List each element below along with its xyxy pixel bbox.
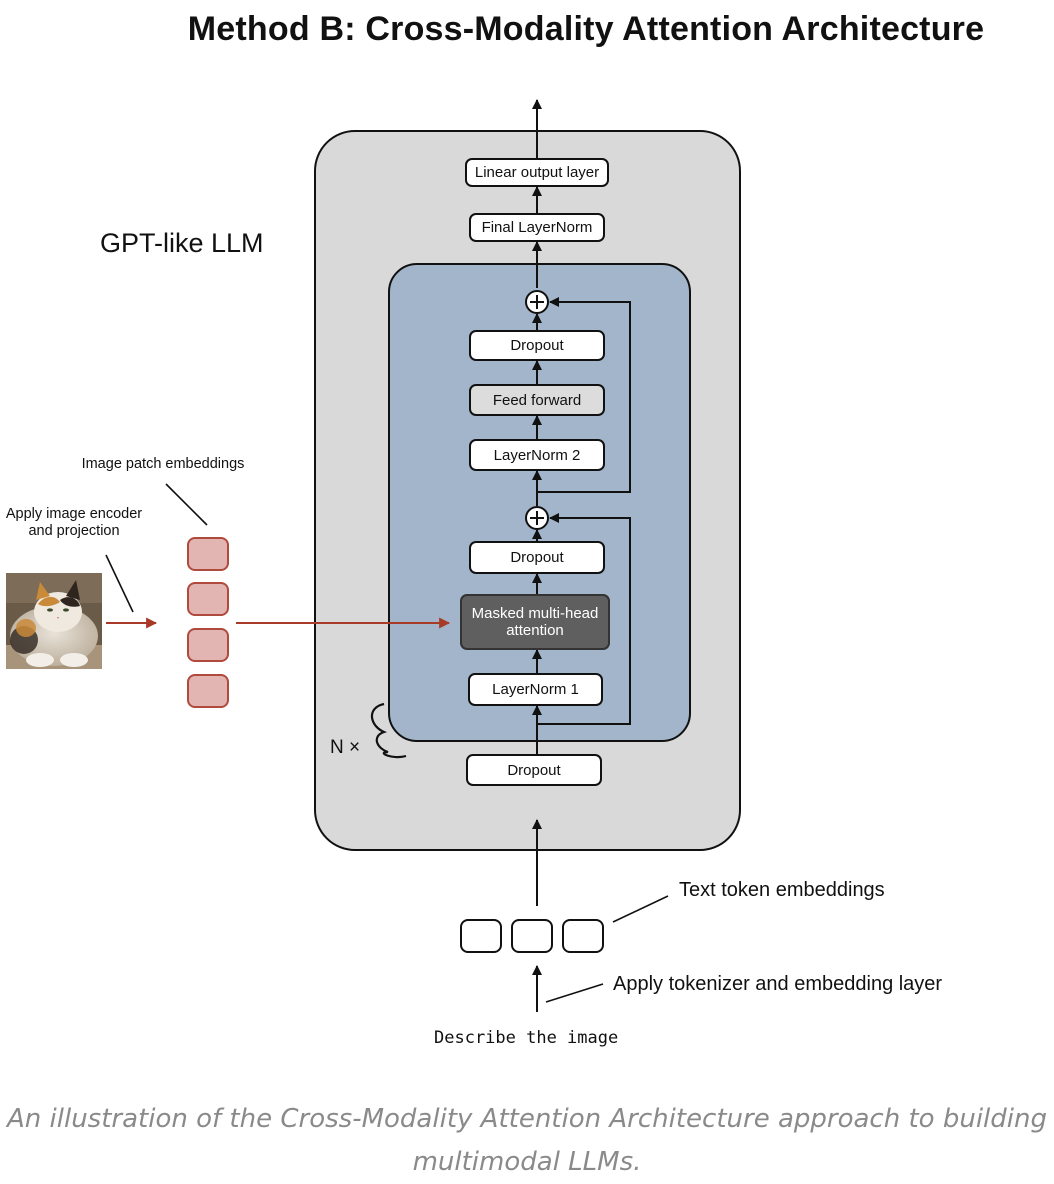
dropout-mid-label: Dropout [510, 549, 564, 566]
cat-photo [6, 573, 102, 669]
residual-connection-1 [537, 513, 631, 725]
linear-output-label: Linear output layer [474, 164, 600, 181]
leader-line-encoder [105, 554, 134, 613]
text-token [460, 919, 502, 953]
text-token [511, 919, 553, 953]
image-embedding [187, 582, 229, 616]
repeat-count-label: N × [330, 737, 361, 758]
dropout-top: Dropout [469, 330, 605, 361]
dropout-bottom: Dropout [466, 754, 602, 786]
plus-circle-icon [525, 290, 549, 314]
image-embedding [187, 628, 229, 662]
final-layernorm: Final LayerNorm [469, 213, 605, 242]
layernorm-1-label: LayerNorm 1 [492, 681, 579, 698]
layernorm-2: LayerNorm 2 [469, 439, 605, 471]
image-embedding [187, 674, 229, 708]
linear-output-layer: Linear output layer [465, 158, 609, 187]
apply-image-encoder-label: Apply image encoder and projection [5, 506, 143, 539]
dropout-bottom-label: Dropout [507, 761, 561, 779]
image-embedding [187, 537, 229, 571]
layernorm-2-label: LayerNorm 2 [493, 446, 581, 464]
figure-caption: An illustration of the Cross-Modality At… [7, 1104, 1047, 1177]
apply-tokenizer-label: Apply tokenizer and embedding layer [613, 973, 943, 995]
text-token-embeddings [460, 919, 604, 953]
llm-label: GPT-like LLM [100, 228, 264, 258]
image-patch-embeddings [187, 537, 229, 708]
residual-connection-2 [537, 297, 631, 493]
text-token [562, 919, 604, 953]
leader-line-patch [165, 483, 208, 526]
masked-attention-label: Masked multi-head attention [471, 605, 599, 639]
feed-forward: Feed forward [469, 384, 605, 416]
dropout-top-label: Dropout [510, 337, 564, 354]
page-title: Method B: Cross-Modality Attention Archi… [187, 10, 985, 48]
input-text: Describe the image [434, 1028, 619, 1048]
layernorm-1: LayerNorm 1 [468, 673, 603, 706]
curly-brace-icon [370, 702, 407, 759]
masked-multi-head-attention: Masked multi-head attention [460, 594, 610, 650]
plus-circle-icon [525, 506, 549, 530]
feed-forward-label: Feed forward [492, 391, 582, 409]
dropout-mid: Dropout [469, 541, 605, 574]
text-token-embeddings-label: Text token embeddings [679, 879, 885, 901]
final-layernorm-label: Final LayerNorm [481, 219, 593, 236]
leader-line-text-tokens [612, 895, 669, 923]
image-patch-embeddings-label: Image patch embeddings [81, 456, 245, 472]
leader-line-tokenizer [545, 983, 604, 1003]
